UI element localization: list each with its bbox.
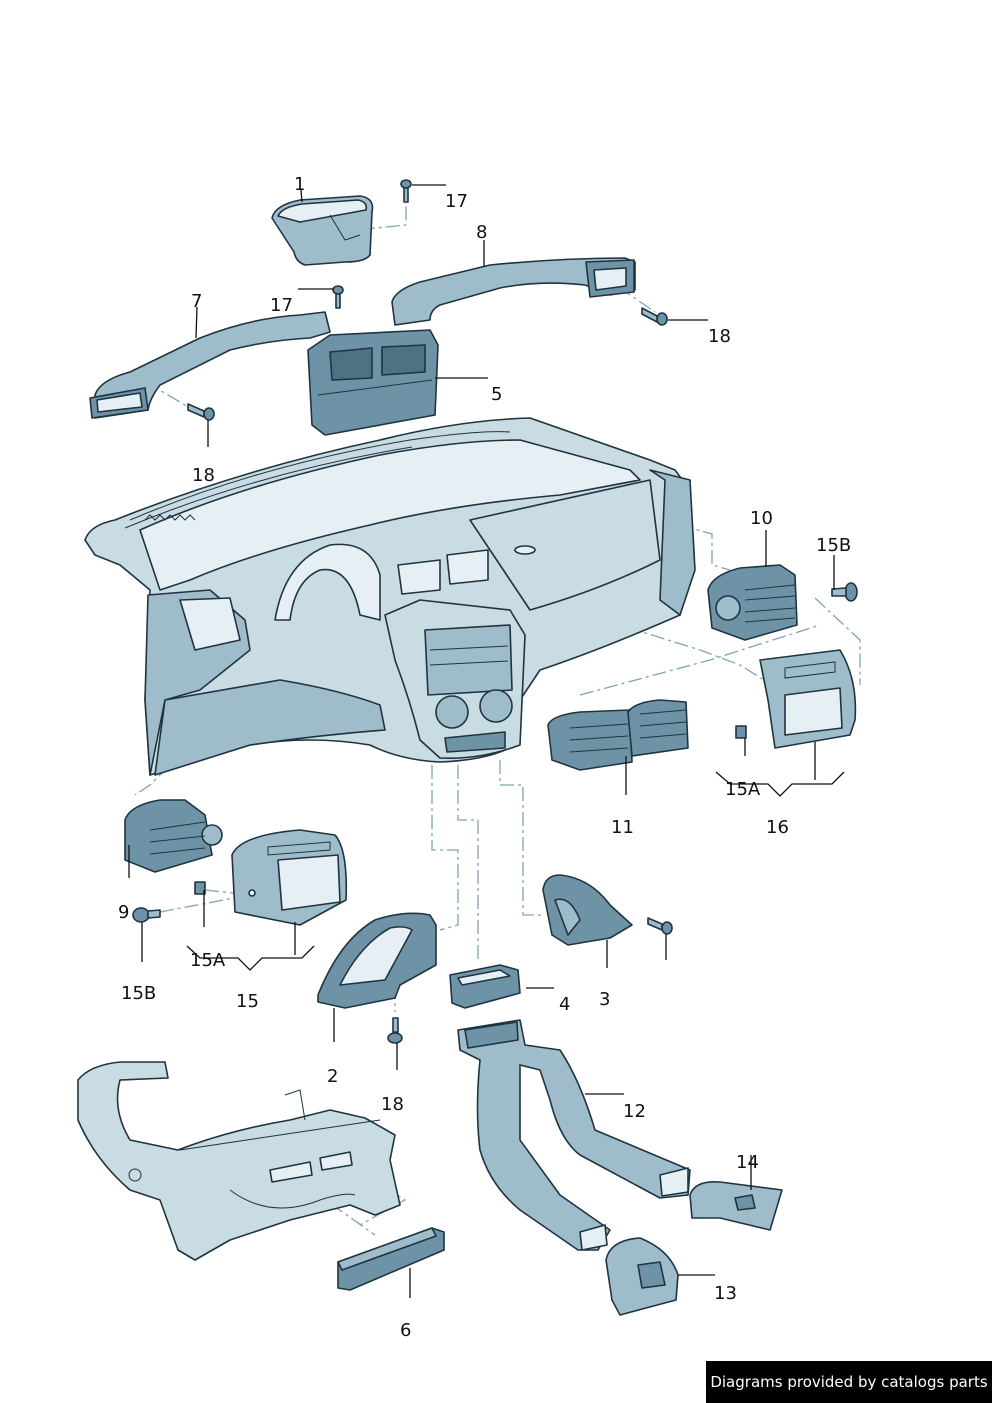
bracket-15 — [186, 945, 315, 971]
callout-16[interactable]: 16 — [766, 817, 789, 838]
part-18-screw-right-bottom[interactable] — [647, 917, 673, 935]
callout-11[interactable]: 11 — [611, 817, 634, 838]
part-12-rear-footwell-duct[interactable] — [457, 1019, 691, 1251]
guide-line-dash-11 — [579, 624, 821, 696]
part-9-left-side-vent[interactable] — [124, 799, 223, 873]
guide-line-dash-16b — [814, 597, 861, 685]
callout-2[interactable]: 2 — [327, 1066, 338, 1087]
callout-12[interactable]: 12 — [623, 1101, 646, 1122]
callout-8[interactable]: 8 — [476, 222, 487, 243]
part-17-screw-top[interactable] — [400, 179, 412, 203]
part-16-right-vent-housing[interactable] — [759, 649, 857, 749]
guide-line-dash-3 — [499, 760, 545, 916]
part-2-left-footwell-duct[interactable] — [317, 912, 437, 1009]
callout-15b-right[interactable]: 15B — [816, 535, 851, 556]
callout-15[interactable]: 15 — [236, 991, 259, 1012]
credit-text: Diagrams provided by catalogs parts — [710, 1373, 988, 1391]
part-18-screw-right-top[interactable] — [641, 307, 668, 326]
callout-1[interactable]: 1 — [294, 174, 305, 195]
callout-7[interactable]: 7 — [191, 291, 202, 312]
part-7-left-defrost-duct[interactable] — [89, 311, 331, 419]
part-15a-clip-right[interactable] — [735, 725, 747, 739]
callout-6[interactable]: 6 — [400, 1320, 411, 1341]
bracket-16 — [715, 771, 845, 797]
part-15-left-vent-housing[interactable] — [231, 829, 348, 926]
leader-7 — [195, 306, 198, 339]
callout-17-mid[interactable]: 17 — [270, 295, 293, 316]
guide-line-dash-2 — [431, 765, 459, 931]
leader-lines — [128, 184, 845, 1298]
guide-line-dash-4 — [457, 765, 479, 960]
part-13-left-rear-outlet[interactable] — [605, 1237, 679, 1316]
part-3-right-footwell-duct[interactable] — [542, 874, 633, 946]
callout-15b-left[interactable]: 15B — [121, 983, 156, 1004]
callout-labels: 1 17 8 7 17 18 5 18 10 15B 15A 11 16 9 1… — [118, 174, 851, 1341]
callout-9[interactable]: 9 — [118, 902, 129, 923]
part-18-screw-mid[interactable] — [387, 1017, 403, 1044]
part-15b-rivet-right[interactable] — [831, 582, 858, 602]
part-15a-clip-left[interactable] — [194, 881, 206, 895]
callout-13[interactable]: 13 — [714, 1283, 737, 1304]
callout-18-left[interactable]: 18 — [192, 465, 215, 486]
part-17-screw-mid[interactable] — [332, 285, 344, 309]
cross-member-structure — [77, 1061, 401, 1261]
callout-14[interactable]: 14 — [736, 1152, 759, 1173]
part-1-center-defroster-vent[interactable] — [271, 195, 374, 266]
part-11-center-twin-vent[interactable] — [547, 699, 689, 771]
part-18-screw-left[interactable] — [187, 403, 215, 421]
part-10-right-side-vent[interactable] — [707, 564, 798, 641]
part-6-filter-insert[interactable] — [337, 1227, 445, 1291]
guide-line-1-17 — [335, 205, 407, 233]
callout-18-right-top[interactable]: 18 — [708, 326, 731, 347]
part-14-right-rear-outlet[interactable] — [689, 1180, 783, 1231]
callout-15a-right[interactable]: 15A — [725, 779, 761, 800]
callout-4[interactable]: 4 — [559, 994, 570, 1015]
part-8-right-defrost-duct[interactable] — [391, 257, 636, 326]
callout-18-mid[interactable]: 18 — [381, 1094, 404, 1115]
callout-17-top[interactable]: 17 — [445, 191, 468, 212]
part-5-central-distributor[interactable] — [307, 329, 439, 436]
credit-banner: Diagrams provided by catalogs parts — [706, 1361, 992, 1403]
dashboard-body — [84, 417, 696, 776]
leader-1 — [300, 189, 303, 203]
callout-3[interactable]: 3 — [599, 989, 610, 1010]
callout-15a-left[interactable]: 15A — [190, 950, 226, 971]
part-15b-rivet-left[interactable] — [132, 907, 161, 923]
part-4-center-duct-connector[interactable] — [449, 964, 521, 1009]
callout-5[interactable]: 5 — [491, 384, 502, 405]
callout-10[interactable]: 10 — [750, 508, 773, 529]
